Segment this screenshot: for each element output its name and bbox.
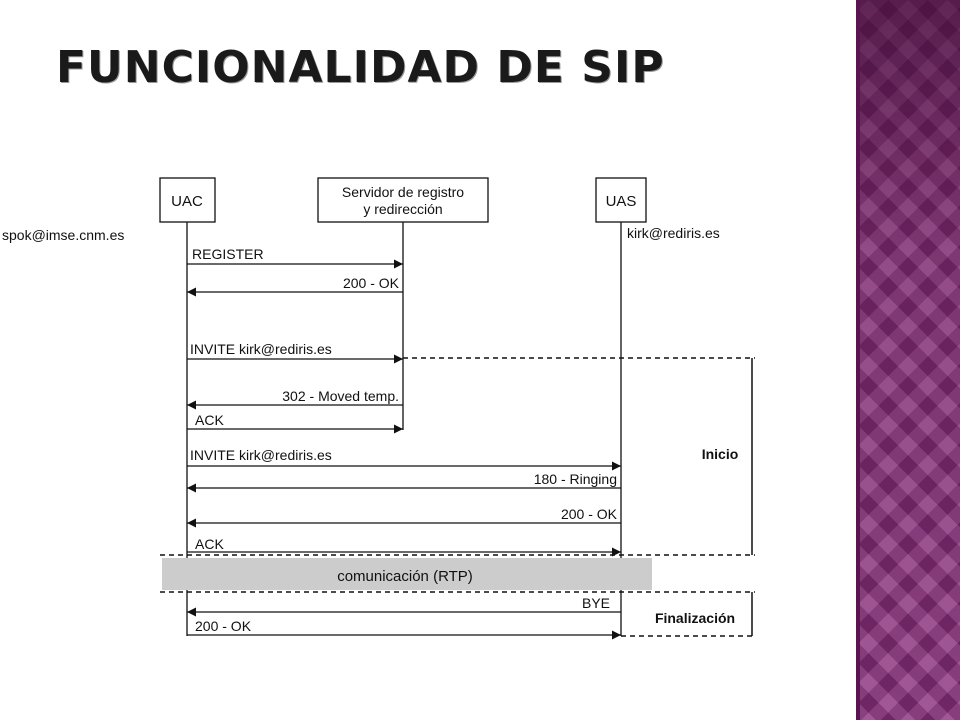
phase-inicio-label: Inicio <box>702 446 739 462</box>
message-200-ok-register-label: 200 - OK <box>343 275 400 291</box>
message-200-ok-invite-label: 200 - OK <box>561 506 618 522</box>
message-302-moved-label: 302 - Moved temp. <box>282 388 399 404</box>
message-200-ok-invite: 200 - OK <box>187 506 621 528</box>
message-register-label: REGISTER <box>192 246 264 262</box>
slide-title: FUNCIONALIDAD DE SIP <box>56 42 665 93</box>
message-200-ok-register: 200 - OK <box>187 275 403 297</box>
uac-address: spok@imse.cnm.es <box>2 227 124 243</box>
rtp-label: comunicación (RTP) <box>337 568 473 585</box>
message-200-ok-bye-label: 200 - OK <box>195 618 252 634</box>
uas-address: kirk@rediris.es <box>627 225 720 241</box>
decorative-side-band <box>856 0 960 720</box>
uas-label: UAS <box>606 193 637 210</box>
phase-finalizacion-label: Finalización <box>655 610 735 626</box>
rtp-band <box>162 558 652 590</box>
uac-label: UAC <box>171 193 203 210</box>
message-ack-uas-label: ACK <box>195 536 224 552</box>
message-bye-label: BYE <box>582 595 610 611</box>
server-label-line1: Servidor de registro <box>342 184 464 200</box>
message-bye: BYE <box>187 595 621 617</box>
message-ack-server: ACK <box>187 412 403 434</box>
server-label-line2: y redirección <box>363 201 442 217</box>
uas-box <box>595 177 647 223</box>
message-ack-uas: ACK <box>187 536 621 557</box>
message-180-ringing: 180 - Ringing <box>187 471 621 493</box>
message-302-moved: 302 - Moved temp. <box>187 388 403 410</box>
message-invite-server-label: INVITE kirk@rediris.es <box>190 341 332 357</box>
message-invite-server: INVITE kirk@rediris.es <box>187 341 403 364</box>
server-box <box>317 177 489 223</box>
message-invite-uas: INVITE kirk@rediris.es <box>187 447 621 471</box>
message-ack-server-label: ACK <box>195 412 224 428</box>
message-invite-uas-label: INVITE kirk@rediris.es <box>190 447 332 463</box>
message-180-ringing-label: 180 - Ringing <box>534 471 617 487</box>
message-200-ok-bye: 200 - OK <box>187 618 621 640</box>
message-register: REGISTER <box>187 246 403 269</box>
